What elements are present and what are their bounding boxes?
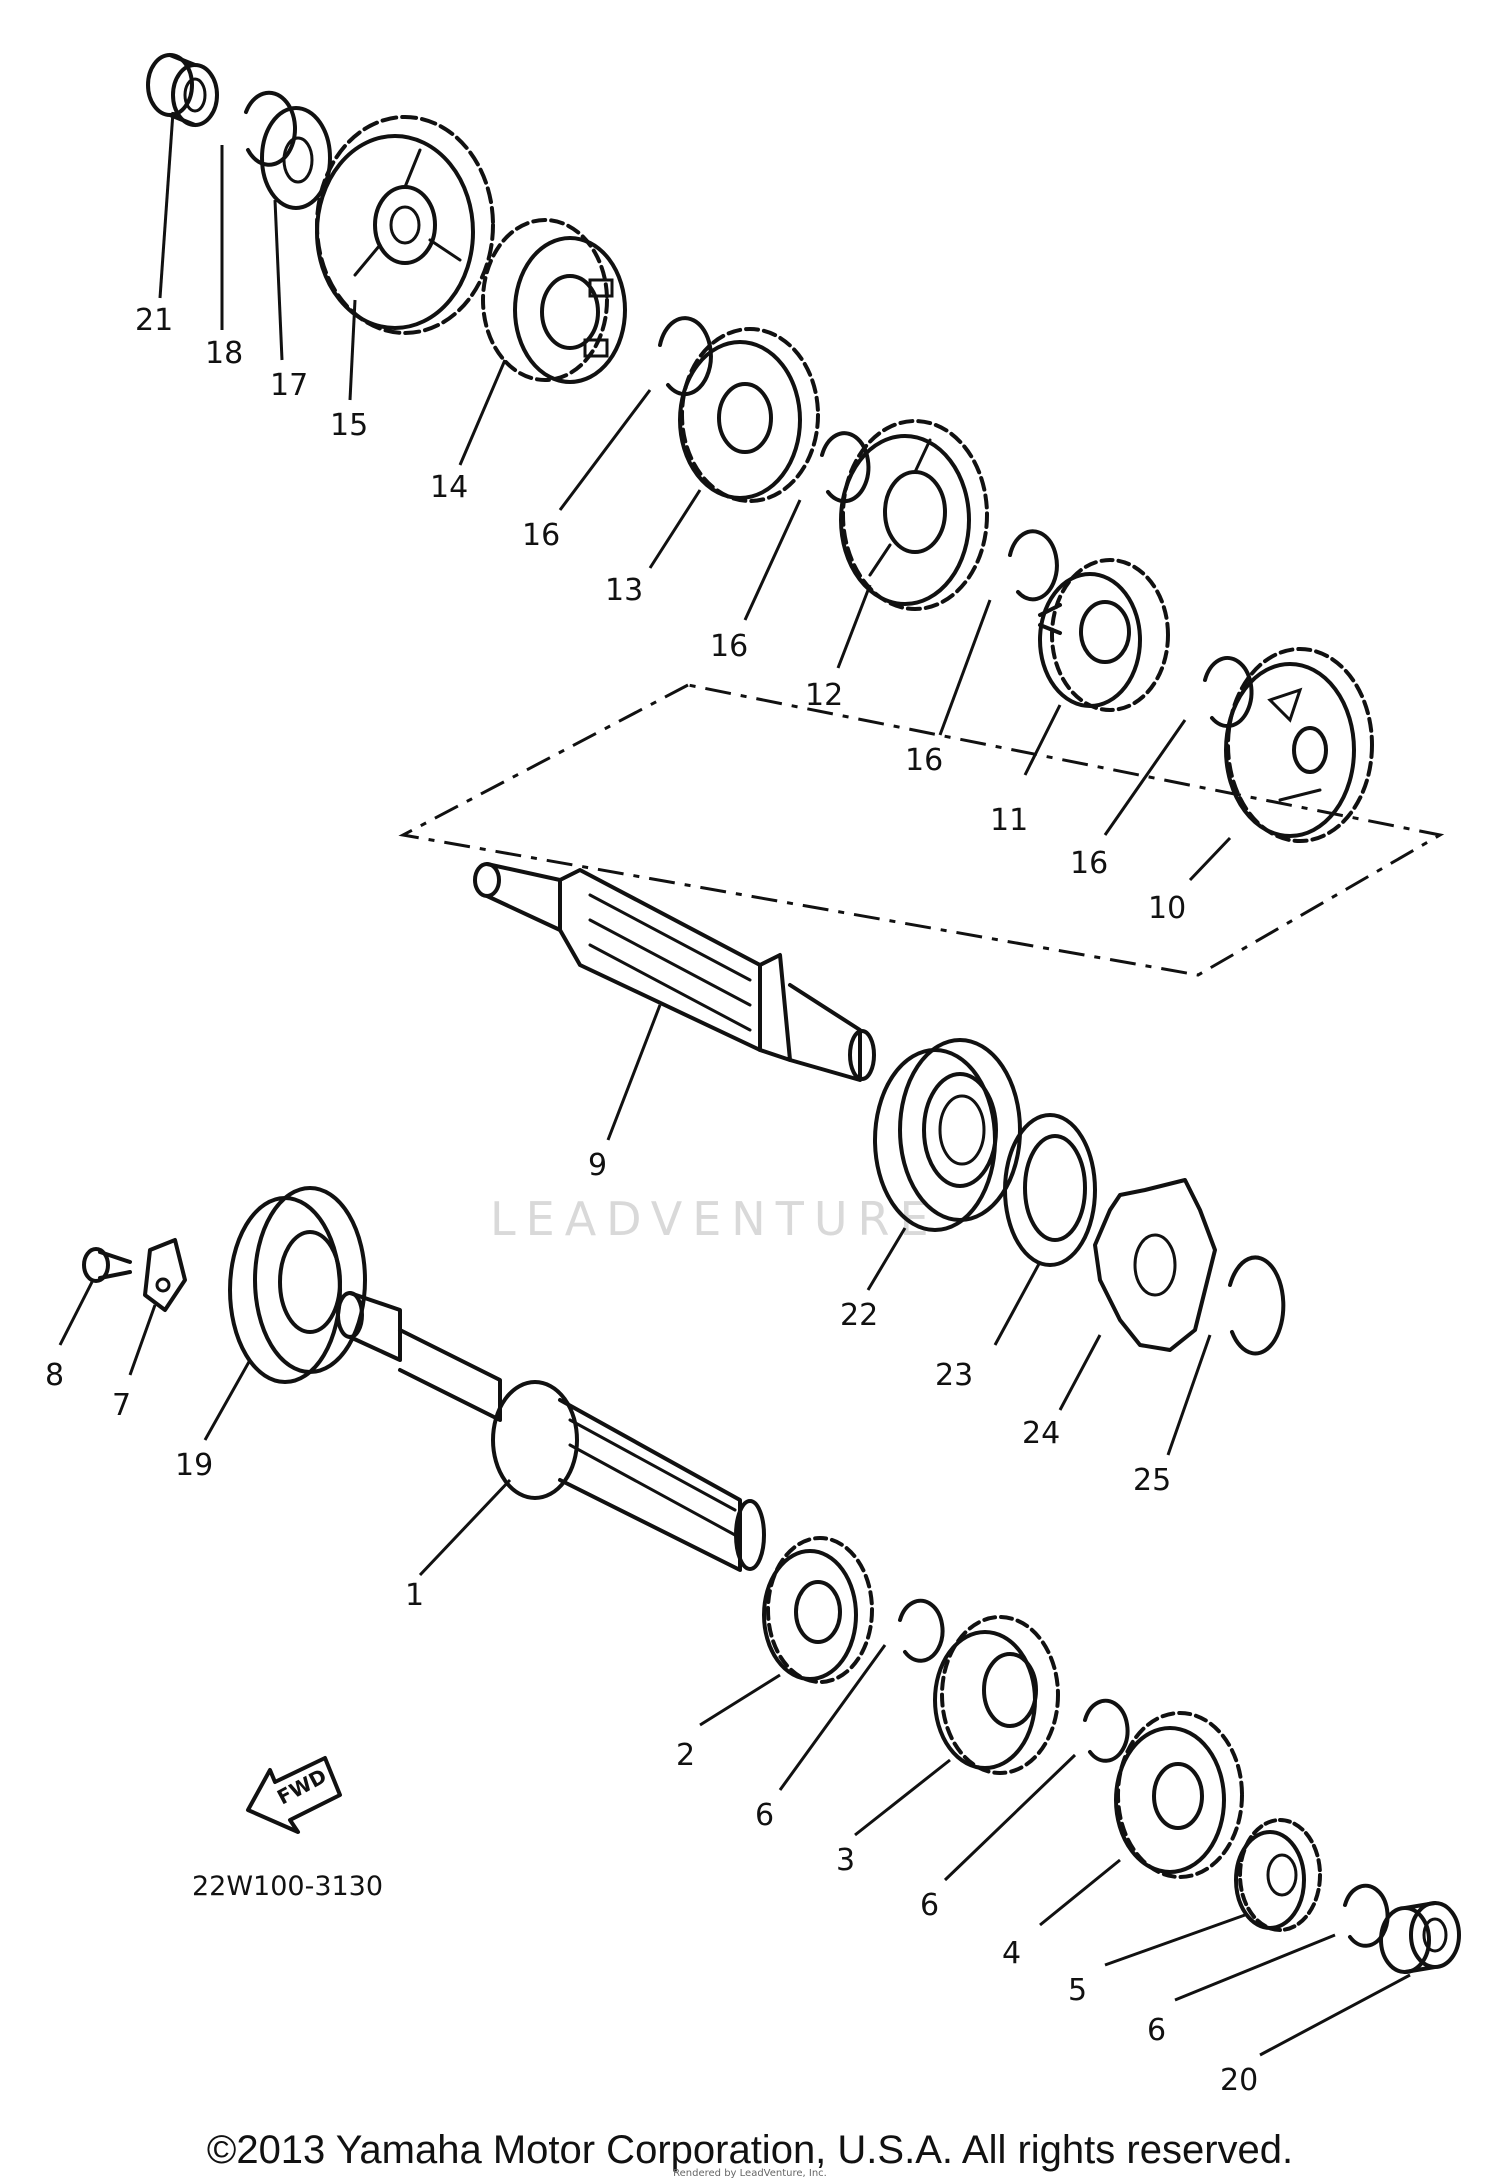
callout-22: 22 [840,1298,878,1333]
callout-13: 13 [605,573,643,608]
part-11-gear [1038,558,1170,712]
part-6-circlip-b [1083,1698,1130,1763]
callout-19: 19 [175,1448,213,1483]
part-12-gear [839,419,989,611]
part-13-gear [678,327,820,503]
callout-9: 9 [588,1148,607,1183]
callout-14: 14 [430,470,468,505]
part-14-gear [481,218,627,384]
callout-1: 1 [405,1578,424,1613]
callout-4: 4 [1002,1936,1021,1971]
callout-3: 3 [836,1843,855,1878]
callout-7: 7 [112,1388,131,1423]
callout-16d: 16 [1070,846,1108,881]
callout-17: 17 [270,368,308,403]
part-18-circlip [244,90,297,167]
callout-16c: 16 [905,743,943,778]
callout-16b: 16 [710,629,748,664]
callout-12: 12 [805,678,843,713]
callout-20: 20 [1220,2063,1258,2098]
callout-18: 18 [205,336,243,371]
exploded-parts-diagram: LEADVENTURE [45,53,1461,2098]
part-25-circlip [1228,1255,1286,1356]
part-19-bearing [228,1186,367,1384]
part-6-circlip-c [1343,1883,1390,1948]
part-17-washer [260,106,332,210]
diagram-code: 22W100-3130 [192,1871,383,1902]
assembly-outline [398,683,1445,977]
callout-21: 21 [135,303,173,338]
part-3-gear [933,1615,1060,1775]
callout-15: 15 [330,408,368,443]
part-6-circlip-a [898,1598,945,1663]
copyright-notice: ©2013 Yamaha Motor Corporation, U.S.A. A… [206,2128,1294,2172]
part-4-gear [1114,1711,1244,1879]
part-8-bolt [82,1247,132,1283]
part-24-sprocket [1093,1178,1217,1352]
callout-23: 23 [935,1358,973,1393]
part-5-gear [1234,1818,1322,1932]
part-16-circlip-c [1008,529,1059,602]
callout-6b: 6 [920,1888,939,1923]
rendered-by-notice: Rendered by LeadVenture, Inc. [673,2168,827,2179]
callout-10: 10 [1148,891,1186,926]
callout-6a: 6 [755,1798,774,1833]
watermark: LEADVENTURE [490,1192,939,1246]
callout-labels: 21 18 17 15 14 16 13 16 12 16 11 16 10 9… [45,303,1258,2098]
part-23-seal [1003,1113,1097,1267]
part-20-bearing [1379,1901,1461,1974]
callout-16a: 16 [522,518,560,553]
callout-24: 24 [1022,1416,1060,1451]
callout-25: 25 [1133,1463,1171,1498]
part-10-gear [1224,647,1374,843]
callout-6c: 6 [1147,2013,1166,2048]
part-7-plate [143,1238,187,1312]
leader-lines [58,111,1411,2057]
callout-2: 2 [676,1738,695,1773]
callout-11: 11 [990,803,1028,838]
part-22-bearing [873,1038,1022,1232]
part-1-counter-shaft [336,1291,766,1572]
part-21-bearing [146,53,219,127]
part-9-main-shaft [473,862,876,1082]
callout-5: 5 [1068,1973,1087,2008]
part-15-gear [315,115,495,335]
callout-8: 8 [45,1358,64,1393]
fwd-arrow-icon: FWD [246,1756,342,1834]
part-2-gear [762,1536,874,1684]
